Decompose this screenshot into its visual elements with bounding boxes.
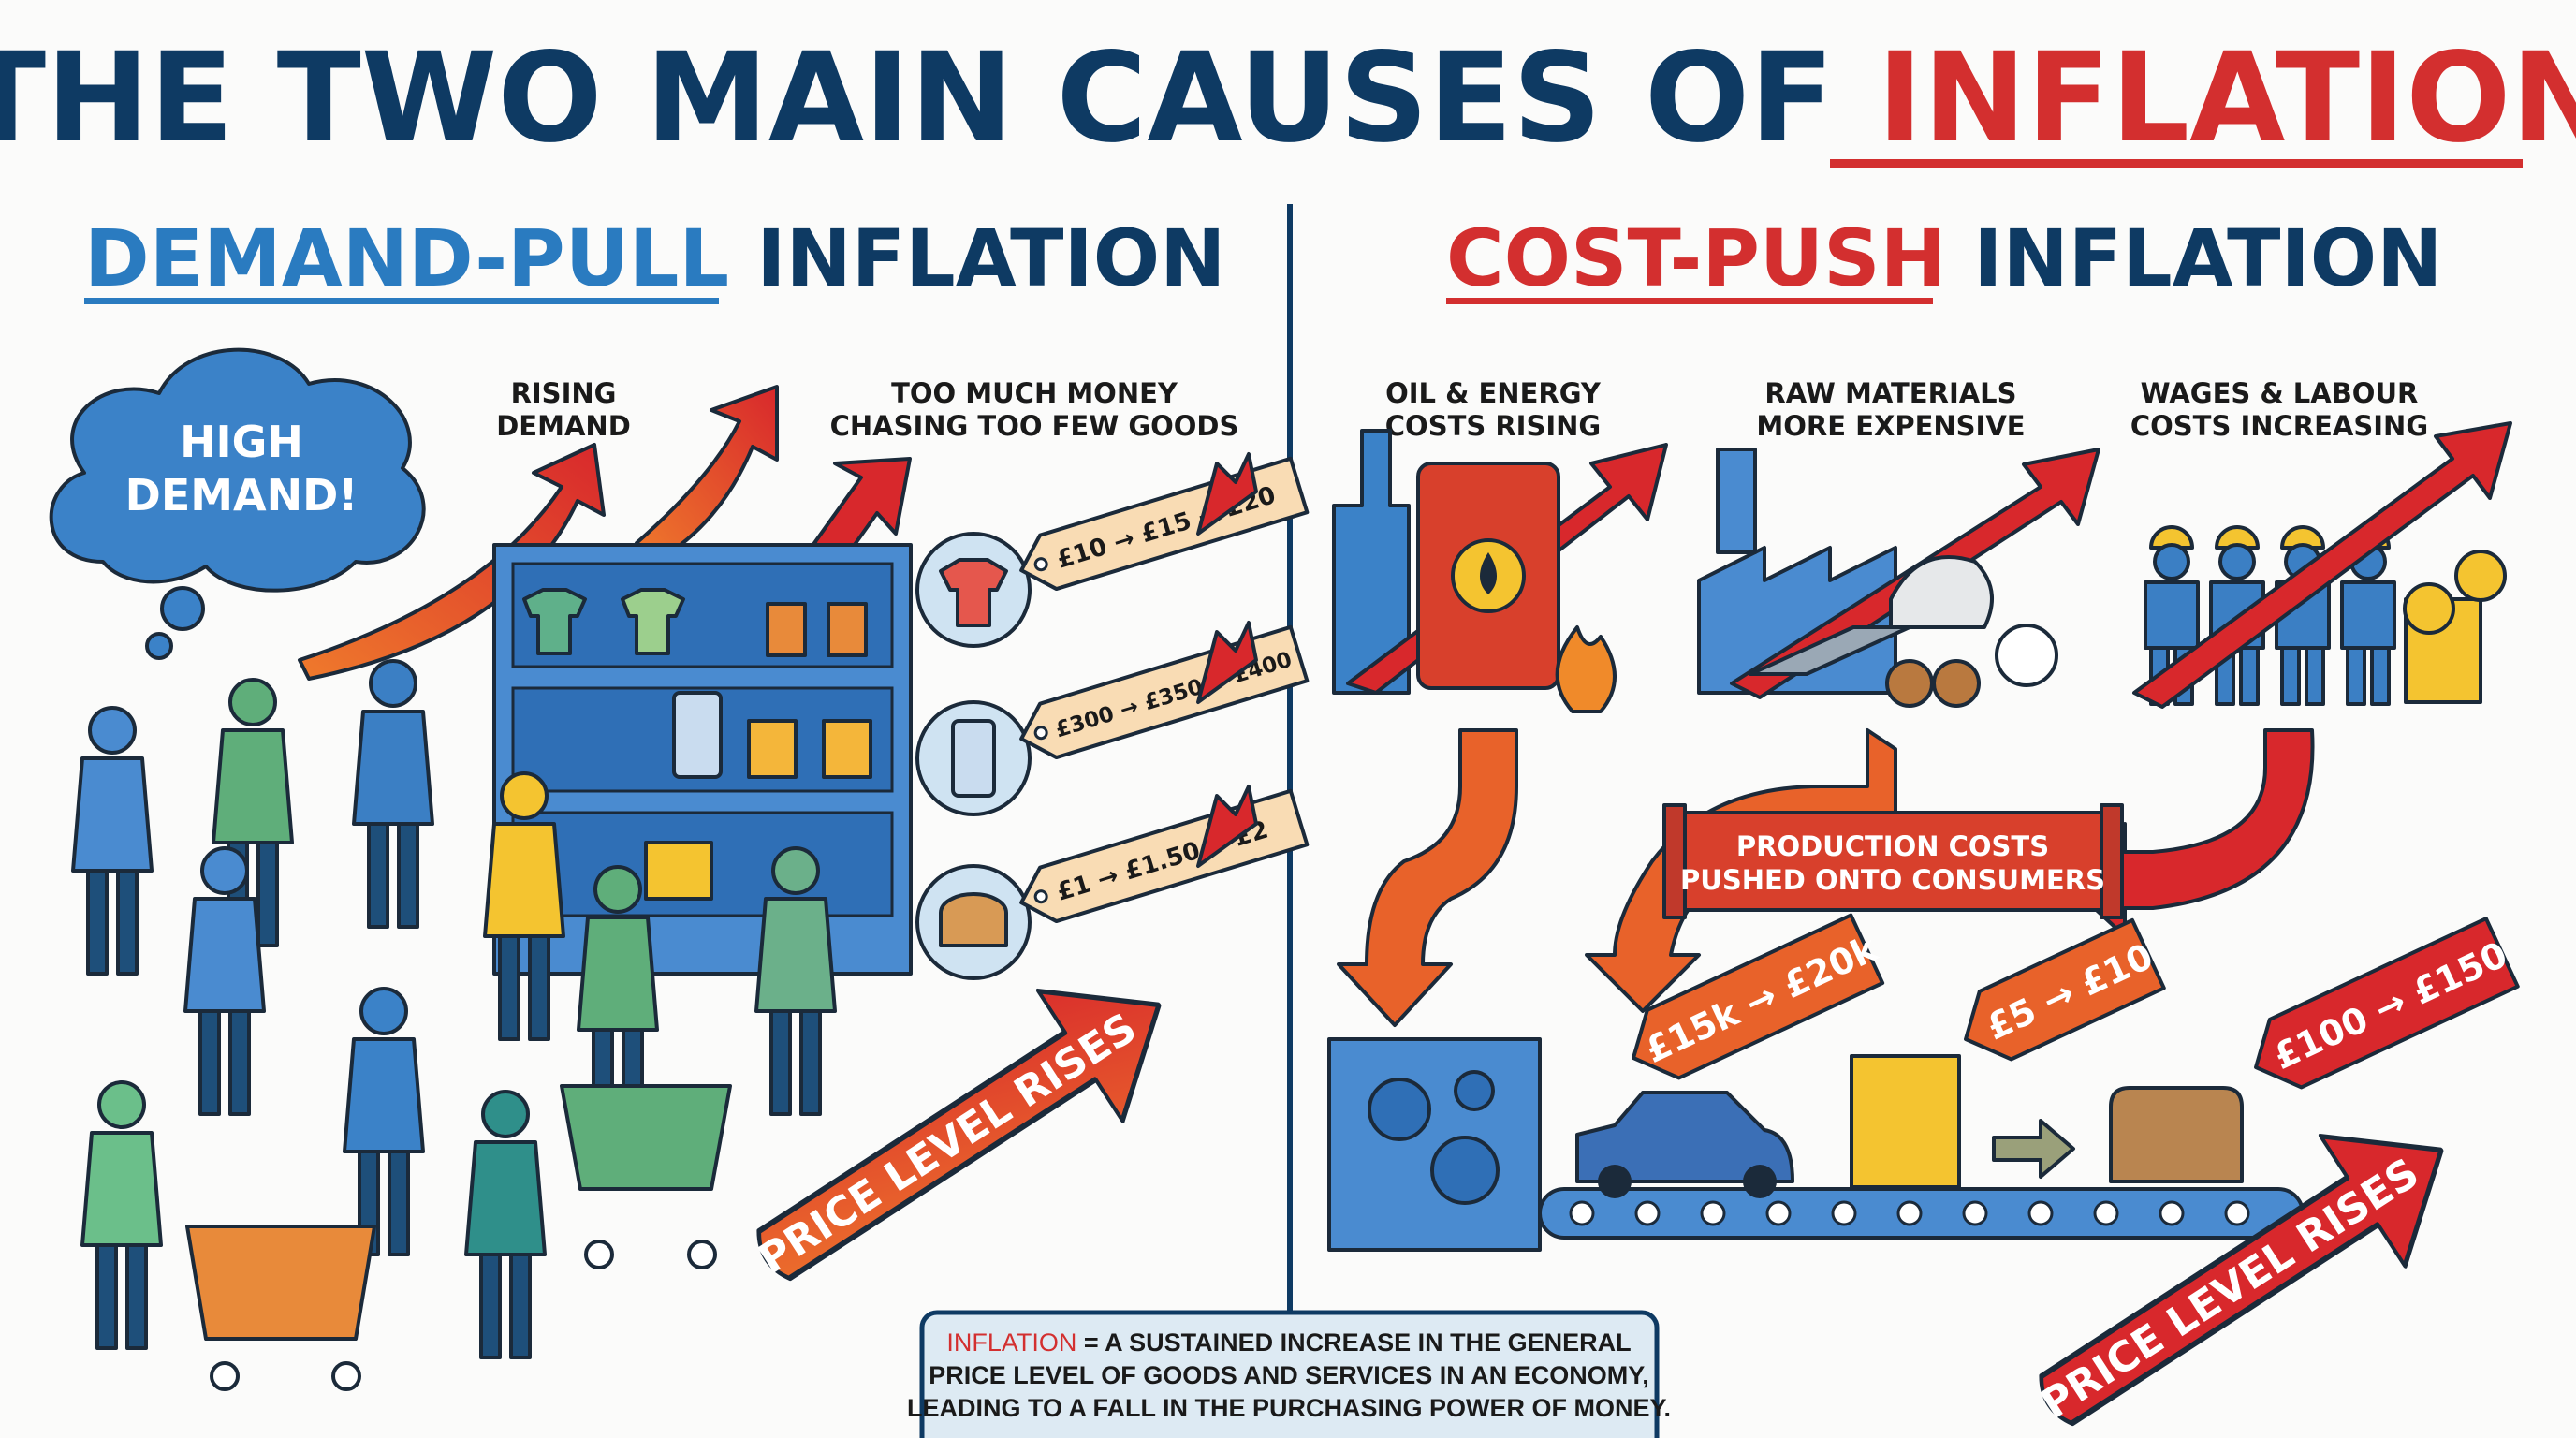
rising-demand-arrows <box>298 385 912 681</box>
demand-pull-underline <box>84 298 719 304</box>
svg-text:PRICE LEVEL OF GOODS AND SERVI: PRICE LEVEL OF GOODS AND SERVICES IN AN … <box>929 1361 1649 1389</box>
svg-text:DEMAND!: DEMAND! <box>125 470 359 521</box>
definition-box: INFLATION = A SUSTAINED INCREASE IN THE … <box>907 1310 1671 1438</box>
coins-icon <box>2403 550 2507 704</box>
rising-arrow-icon <box>635 385 779 564</box>
down-arrow-icon <box>1337 728 1518 1027</box>
shopper <box>343 987 425 1256</box>
svg-text:LEADING TO A FALL IN THE PURCH: LEADING TO A FALL IN THE PURCHASING POWE… <box>907 1394 1671 1422</box>
label-too-much-money-1: TOO MUCH MONEY <box>891 377 1178 409</box>
gear-icon <box>1430 1136 1500 1205</box>
shopper <box>352 659 434 929</box>
gear-icon <box>1368 1078 1431 1141</box>
smartphone-icon <box>951 719 996 798</box>
gold-bars-icon <box>644 841 713 901</box>
svg-text:PRODUCTION COSTS: PRODUCTION COSTS <box>1736 830 2049 862</box>
cost-push-underline <box>1446 298 1933 304</box>
t-shirt-icon <box>939 558 1008 627</box>
shopper <box>464 1090 547 1359</box>
svg-text:INFLATION = A SUSTAINED INCREA: INFLATION = A SUSTAINED INCREASE IN THE … <box>946 1328 1631 1357</box>
left-arrow-icon <box>2062 728 2315 938</box>
svg-text:PUSHED ONTO CONSUMERS: PUSHED ONTO CONSUMERS <box>1680 864 2105 896</box>
factory-icon <box>1332 429 1411 695</box>
logs-icon <box>1885 659 1934 708</box>
up-arrow-icon <box>1196 621 1258 704</box>
label-wages-2: COSTS INCREASING <box>2130 410 2428 442</box>
food-box-icon <box>822 719 872 779</box>
up-arrow-icon <box>1196 785 1258 868</box>
price-tag: £5 → £10 <box>1964 917 2166 1062</box>
up-arrow-icon <box>2132 421 2512 709</box>
smartphone-icon <box>672 691 723 779</box>
cost-push-heading: COST-PUSH INFLATION <box>1446 213 2442 304</box>
shopper <box>80 1080 163 1350</box>
shoppers-crowd <box>71 659 837 1391</box>
can-icon <box>827 602 868 657</box>
oil-energy-illustration <box>1332 429 1668 713</box>
shopping-cart-icon <box>560 1084 732 1269</box>
shopper <box>183 846 266 1116</box>
machine-icon <box>1327 1037 1542 1252</box>
shopper <box>71 706 154 976</box>
t-shirt-icon <box>522 588 587 655</box>
food-box-icon <box>747 719 798 779</box>
demand-pull-heading: DEMAND-PULL INFLATION <box>84 213 1225 304</box>
title-underline <box>1830 159 2523 168</box>
fire-icon <box>1555 625 1617 713</box>
right-arrow-icon <box>1992 1119 2075 1179</box>
food-box-icon <box>1850 1054 1961 1189</box>
price-tag: £100 → £150 <box>2254 917 2520 1090</box>
label-wages-1: WAGES & LABOUR <box>2141 377 2419 409</box>
t-shirt-icon <box>621 588 685 655</box>
label-rising-demand-1: RISING <box>511 377 617 409</box>
raw-materials-illustration <box>1697 448 2100 708</box>
label-raw-materials-2: MORE EXPENSIVE <box>1756 410 2025 442</box>
sofa-icon <box>2109 1086 2244 1183</box>
price-tag-list: £10 → £15 → £20 £300 → £350 → £400 £1 → … <box>915 452 1310 980</box>
label-oil-energy-1: OIL & ENERGY <box>1385 377 1602 409</box>
label-too-much-money-2: CHASING TOO FEW GOODS <box>830 410 1239 442</box>
car-icon <box>1575 1091 1794 1198</box>
gear-icon <box>1454 1070 1495 1111</box>
page-title: THE TWO MAIN CAUSES OF INFLATION <box>0 26 2576 170</box>
label-oil-energy-2: COSTS RISING <box>1385 410 1601 442</box>
label-rising-demand-2: DEMAND <box>496 410 631 442</box>
bread-icon <box>939 892 1008 947</box>
shopping-cart-icon <box>185 1225 376 1391</box>
rock-icon <box>1889 555 1994 629</box>
wages-labour-illustration <box>2132 421 2512 709</box>
svg-text:HIGH: HIGH <box>180 417 303 467</box>
label-raw-materials-1: RAW MATERIALS <box>1764 377 2016 409</box>
can-icon <box>766 602 807 657</box>
rising-arrow-icon <box>298 443 606 681</box>
price-tag: £10 → £15 → £20 <box>915 452 1310 648</box>
thought-cloud: HIGH DEMAND! <box>49 347 426 660</box>
product-price-tags: £15k → £20k £5 → £10 £100 → £150 <box>1632 913 2520 1090</box>
production-costs-banner: PRODUCTION COSTS PUSHED ONTO CONSUMERS <box>1662 803 2124 919</box>
cotton-icon <box>1995 624 2058 687</box>
up-arrow-icon <box>1196 452 1258 536</box>
production-line <box>1327 1037 2305 1252</box>
